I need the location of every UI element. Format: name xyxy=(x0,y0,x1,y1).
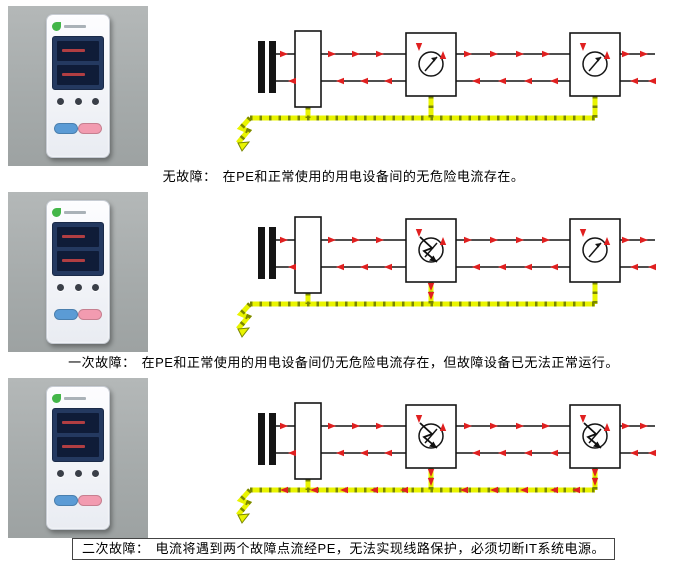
caption-first-fault: 一次故障： 在PE和正常使用的用电设备间仍无危险电流存在，但故障设备已无法正常运行… xyxy=(0,352,687,374)
pe-conductor xyxy=(236,282,598,338)
device-button-pink xyxy=(78,123,102,134)
device-button-blue xyxy=(54,495,78,506)
load-box-1 xyxy=(405,32,457,97)
device-key-icon xyxy=(57,284,64,291)
device-display xyxy=(52,36,104,90)
device-keys xyxy=(52,470,104,477)
distribution-box xyxy=(294,30,322,108)
device-button-blue xyxy=(54,309,78,320)
load-box-1 xyxy=(405,404,457,469)
device-key-icon xyxy=(74,284,82,291)
device-logo-icon xyxy=(52,21,61,31)
caption-box: 二次故障： 电流将遇到两个故障点流经PE，无法实现线路保护，必须切断IT系统电源。 xyxy=(72,538,615,560)
current-arrows xyxy=(280,229,656,300)
device-logo xyxy=(52,393,104,403)
meter-icon xyxy=(582,51,608,77)
meter-icon xyxy=(418,51,444,77)
device-logo xyxy=(52,21,104,31)
scenario-row-no-fault: 无故障： 在PE和正常使用的用电设备间的无危险电流存在。 xyxy=(0,6,687,188)
load-box-2 xyxy=(569,32,621,97)
distribution-box xyxy=(294,402,322,480)
diagram-wrap xyxy=(210,378,687,538)
device-button-pink xyxy=(78,309,102,320)
caption-no-fault: 无故障： 在PE和正常使用的用电设备间的无危险电流存在。 xyxy=(0,166,687,188)
device-photo xyxy=(8,378,148,538)
load-box-2 xyxy=(569,404,621,469)
device-keys xyxy=(52,98,104,105)
earth-arrow-icon xyxy=(237,513,251,524)
caption-text: 在PE和正常使用的用电设备间仍无危险电流存在，但故障设备已无法正常运行。 xyxy=(141,355,619,370)
display-segment xyxy=(57,227,99,247)
current-arrows xyxy=(280,43,656,85)
caption-label: 二次故障： xyxy=(82,541,150,556)
device-buttons xyxy=(52,309,104,320)
diagram-wrap xyxy=(210,192,687,352)
scenario-row-first-fault: 一次故障： 在PE和正常使用的用电设备间仍无危险电流存在，但故障设备已无法正常运行… xyxy=(0,192,687,374)
caption-label: 无故障： xyxy=(162,169,217,184)
device-key-icon xyxy=(92,284,99,291)
fault-bolt-icon xyxy=(583,422,602,449)
device-button-blue xyxy=(54,123,78,134)
meter-icon xyxy=(582,237,608,263)
device-key-icon xyxy=(92,470,99,477)
diagram-wrap xyxy=(210,6,687,166)
device-key-icon xyxy=(92,98,99,105)
scenario-row-second-fault: 二次故障： 电流将遇到两个故障点流经PE，无法实现线路保护，必须切断IT系统电源。 xyxy=(0,378,687,560)
fault-bolt-icon xyxy=(419,422,438,449)
device-panel xyxy=(46,14,110,158)
meter-icon xyxy=(582,423,608,449)
media-row xyxy=(0,192,687,352)
caption-text: 在PE和正常使用的用电设备间的无危险电流存在。 xyxy=(222,169,525,184)
device-buttons xyxy=(52,123,104,134)
transformer-icon xyxy=(258,413,276,465)
current-arrows xyxy=(280,415,656,494)
device-logo-icon xyxy=(52,393,61,403)
device-panel xyxy=(46,386,110,530)
media-row xyxy=(0,6,687,166)
display-segment xyxy=(57,41,99,61)
display-segment xyxy=(57,437,99,457)
meter-icon xyxy=(418,423,444,449)
device-key-icon xyxy=(57,98,64,105)
load-box-1 xyxy=(405,218,457,283)
device-photo xyxy=(8,6,148,166)
load-box-2 xyxy=(569,218,621,283)
device-logo-text xyxy=(64,210,86,214)
display-segment xyxy=(57,251,99,271)
distribution-box xyxy=(294,216,322,294)
circuit-diagram-no-fault xyxy=(210,6,687,166)
device-logo xyxy=(52,207,104,217)
circuit-diagram-second-fault xyxy=(210,378,687,538)
device-key-icon xyxy=(74,470,82,477)
caption-text: 电流将遇到两个故障点流经PE，无法实现线路保护，必须切断IT系统电源。 xyxy=(155,541,605,556)
earth-arrow-icon xyxy=(237,141,251,152)
media-row xyxy=(0,378,687,538)
transformer-icon xyxy=(258,41,276,93)
circuit-diagram-first-fault xyxy=(210,192,687,352)
device-display xyxy=(52,222,104,276)
device-logo-icon xyxy=(52,207,61,217)
display-segment xyxy=(57,65,99,85)
device-key-icon xyxy=(74,98,82,105)
fault-bolt-icon xyxy=(419,236,438,263)
device-logo-text xyxy=(64,24,86,28)
caption-label: 一次故障： xyxy=(68,355,136,370)
device-panel xyxy=(46,200,110,344)
device-logo-text xyxy=(64,396,86,400)
caption-second-fault: 二次故障： 电流将遇到两个故障点流经PE，无法实现线路保护，必须切断IT系统电源。 xyxy=(0,538,687,560)
device-key-icon xyxy=(57,470,64,477)
device-display xyxy=(52,408,104,462)
display-segment xyxy=(57,413,99,433)
device-buttons xyxy=(52,495,104,506)
device-keys xyxy=(52,284,104,291)
transformer-icon xyxy=(258,227,276,279)
device-photo xyxy=(8,192,148,352)
device-button-pink xyxy=(78,495,102,506)
pe-conductor xyxy=(236,96,598,152)
pe-conductor xyxy=(236,468,598,524)
earth-arrow-icon xyxy=(237,327,251,338)
